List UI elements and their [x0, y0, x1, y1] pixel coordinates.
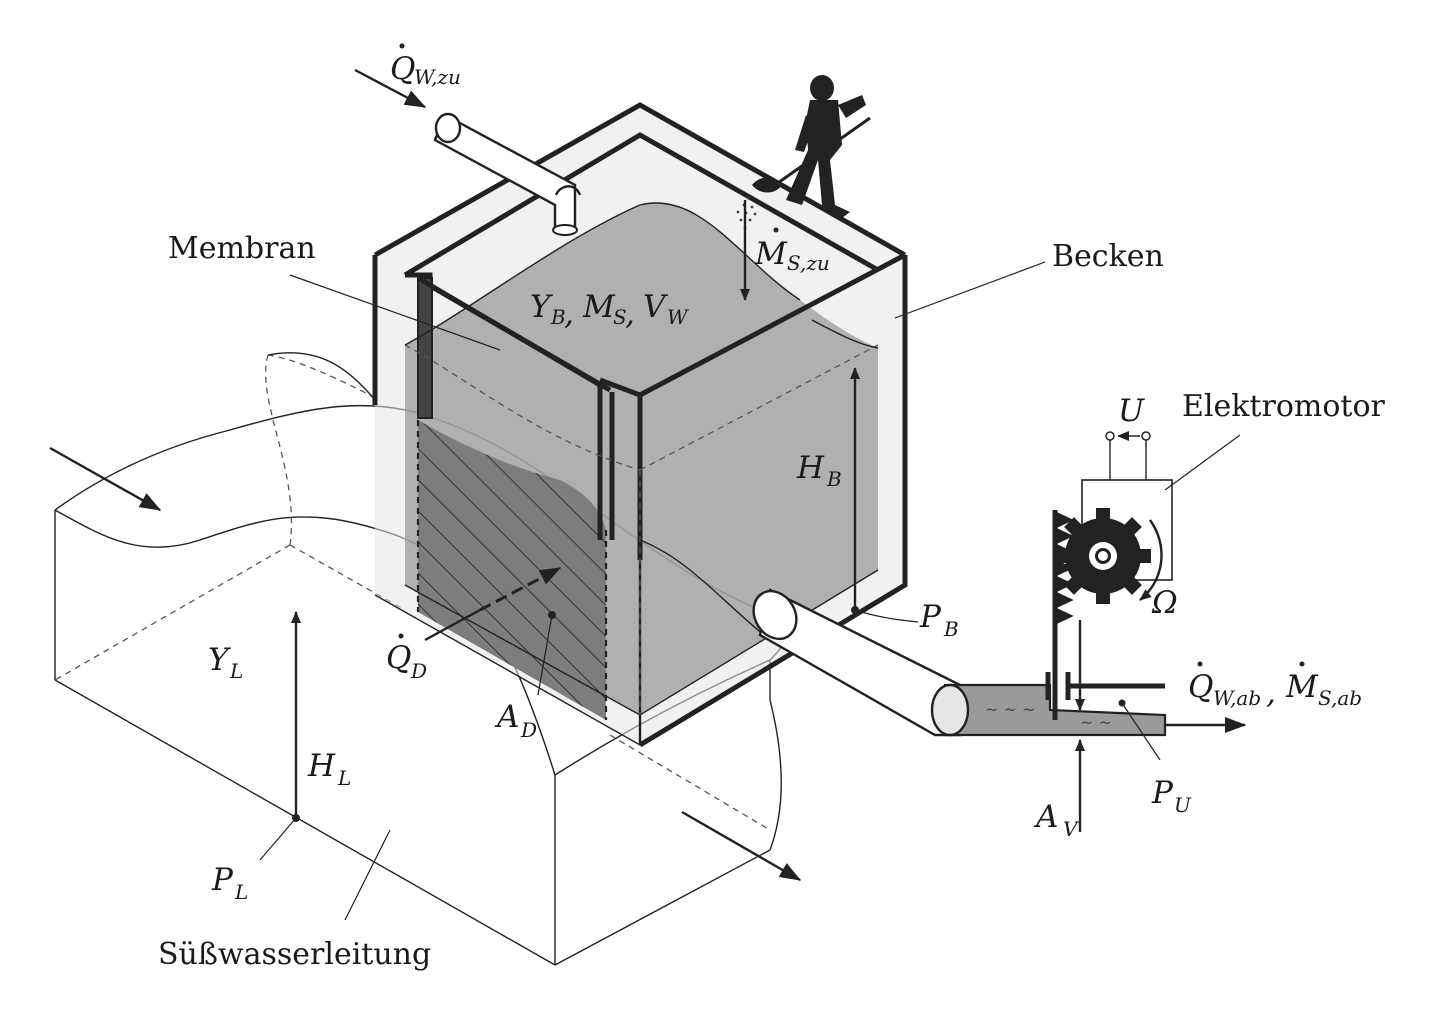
svg-text:Y: Y: [208, 642, 231, 678]
svg-text:P: P: [919, 599, 942, 635]
electric-motor: [1053, 431, 1241, 625]
rotation-arrow-icon: [1139, 519, 1163, 601]
svg-text:V: V: [643, 289, 669, 325]
symbol-a-d: A D: [494, 699, 537, 742]
label-elektromotor: Elektromotor: [1182, 389, 1386, 424]
svg-text:L: L: [234, 880, 248, 904]
svg-text:,: ,: [564, 296, 574, 332]
svg-text:Q: Q: [390, 51, 415, 87]
svg-text:,: ,: [1266, 675, 1276, 711]
svg-text:~ ~ ~: ~ ~ ~: [985, 700, 1035, 719]
symbol-omega: Ω: [1151, 585, 1178, 621]
svg-text:P: P: [211, 862, 234, 898]
svg-text:M: M: [1285, 669, 1319, 705]
symbol-q-d: Q D: [386, 633, 427, 683]
outlet-pipe: ~ ~ ~ ~ ~: [752, 510, 1247, 832]
text-labels: Membran Becken Elektromotor Süßwasserlei…: [158, 43, 1386, 972]
svg-text:U: U: [1118, 393, 1145, 429]
symbol-m-s-zu: M S,zu: [754, 227, 830, 275]
symbol-p-b: P B: [919, 599, 959, 641]
symbol-h-b: H B: [796, 450, 842, 491]
symbol-h-l: H L: [307, 748, 351, 790]
svg-text:S,ab: S,ab: [1318, 686, 1362, 710]
inlet-pipe: [354, 68, 582, 236]
svg-text:D: D: [410, 659, 427, 683]
svg-text:U: U: [1174, 793, 1192, 817]
symbol-a-v: A V: [1033, 799, 1080, 841]
symbol-outflow: Q W,ab , M S,ab: [1188, 661, 1362, 711]
svg-text:~ ~: ~ ~: [1080, 713, 1112, 732]
svg-text:A: A: [494, 699, 519, 735]
svg-text:H: H: [307, 748, 336, 784]
svg-text:,: ,: [625, 296, 635, 332]
svg-text:B: B: [550, 305, 566, 329]
symbol-y-l: Y L: [208, 642, 243, 683]
svg-text:Q: Q: [1188, 669, 1213, 705]
symbol-u: U: [1118, 393, 1145, 429]
svg-text:A: A: [1033, 799, 1058, 835]
label-membran: Membran: [168, 231, 316, 266]
svg-text:Y: Y: [530, 289, 553, 325]
svg-text:Q: Q: [386, 640, 411, 676]
svg-text:Ω: Ω: [1151, 585, 1178, 621]
svg-text:S,zu: S,zu: [787, 251, 830, 275]
symbol-q-w-zu: Q W,zu: [390, 43, 461, 89]
gear-icon: [1055, 508, 1151, 604]
label-becken: Becken: [1052, 239, 1164, 274]
svg-text:V: V: [1063, 817, 1080, 841]
svg-text:W: W: [667, 305, 689, 329]
label-suesswasserleitung: Süßwasserleitung: [158, 937, 431, 972]
svg-text:P: P: [1151, 775, 1174, 811]
svg-text:M: M: [754, 236, 788, 272]
svg-text:S: S: [613, 305, 627, 329]
worker-pouring-salt-icon: [736, 75, 871, 230]
symbol-p-l: P L: [211, 862, 248, 904]
svg-text:W,zu: W,zu: [414, 65, 461, 89]
svg-text:H: H: [796, 450, 825, 486]
symbol-basin-state: Y B , M S , V W: [530, 289, 689, 332]
svg-text:M: M: [582, 289, 616, 325]
svg-text:B: B: [826, 467, 842, 491]
svg-text:L: L: [337, 766, 351, 790]
basin: [372, 102, 908, 748]
symbol-p-u: P U: [1151, 775, 1192, 817]
svg-text:L: L: [229, 659, 243, 683]
annotations: [49, 200, 1046, 921]
svg-text:B: B: [943, 617, 959, 641]
svg-text:W,ab: W,ab: [1213, 686, 1261, 710]
svg-text:D: D: [520, 718, 537, 742]
